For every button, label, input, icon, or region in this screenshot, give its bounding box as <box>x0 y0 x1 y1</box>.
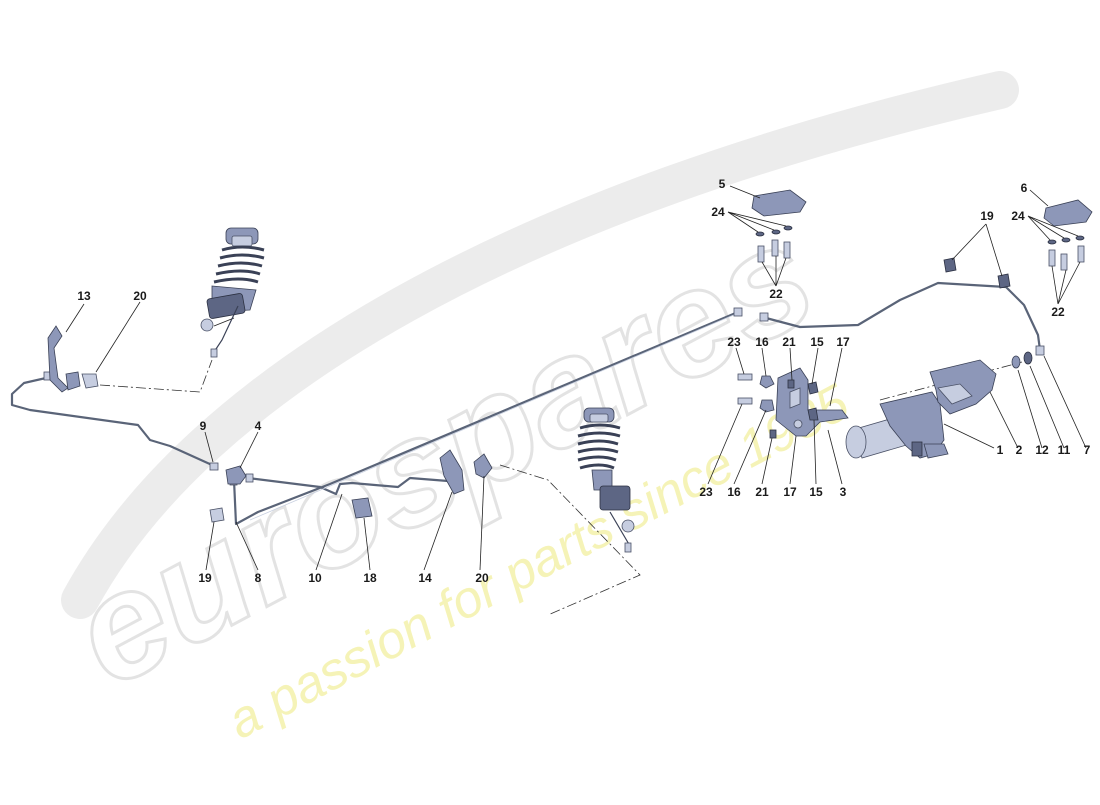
callout-14: 14 <box>418 571 432 585</box>
seal-11 <box>1023 351 1033 365</box>
callout-16-bottom: 16 <box>727 485 741 499</box>
watermark: eurospares a passion for parts since 198… <box>45 71 1019 751</box>
callout-5: 5 <box>719 177 726 191</box>
bracket-13 <box>47 325 69 393</box>
alignment-line-left <box>99 359 213 393</box>
watermark-swoosh <box>61 71 1019 619</box>
callout-labels: 13 20 9 4 19 8 10 18 14 20 5 24 22 6 24 … <box>77 177 1090 585</box>
callout-22-right: 22 <box>1051 305 1065 319</box>
bracket-5 <box>751 189 807 217</box>
bracket-6 <box>1043 199 1093 227</box>
clip-4 <box>225 465 247 485</box>
callout-19-left: 19 <box>198 571 212 585</box>
callout-7: 7 <box>1084 443 1091 457</box>
shock-absorber-left <box>200 227 265 358</box>
callout-20-left: 20 <box>133 289 147 303</box>
pump-cover-2 <box>929 359 997 415</box>
fasteners-set-6 <box>1047 235 1085 271</box>
washer-15-top <box>807 381 819 395</box>
pipe-8 <box>232 310 740 526</box>
callout-6: 6 <box>1021 181 1028 195</box>
callout-1: 1 <box>997 443 1004 457</box>
callout-10: 10 <box>308 571 322 585</box>
clip-19-right-a <box>943 257 957 273</box>
shock-absorber-center <box>577 407 635 553</box>
pipe-7 <box>764 281 1042 352</box>
alignment-line-center <box>499 464 641 616</box>
nut-21-top <box>787 379 795 389</box>
callout-12: 12 <box>1035 443 1049 457</box>
callout-11: 11 <box>1058 443 1071 457</box>
callout-19-right: 19 <box>980 209 994 223</box>
fitting-10-left <box>245 473 254 483</box>
callout-16-top: 16 <box>755 335 769 349</box>
fitting-9 <box>209 462 219 471</box>
fasteners-set-5 <box>755 225 793 263</box>
fitting-7 <box>1035 345 1045 356</box>
bolt-23-bottom <box>737 397 753 405</box>
fitting-right-top <box>759 312 769 322</box>
callout-13: 13 <box>77 289 91 303</box>
pipe-left <box>10 376 214 467</box>
callout-18: 18 <box>363 571 377 585</box>
callout-24-left: 24 <box>711 205 725 219</box>
callout-4: 4 <box>255 419 262 433</box>
clip-20-center <box>473 453 493 479</box>
callout-17-top: 17 <box>836 335 850 349</box>
nut-21-bottom <box>769 429 777 439</box>
callout-24-right: 24 <box>1011 209 1025 223</box>
seal-12 <box>1011 355 1021 369</box>
callout-21-top: 21 <box>782 335 796 349</box>
callout-20-center: 20 <box>475 571 489 585</box>
callout-23-top: 23 <box>727 335 741 349</box>
bolts-pump-bracket <box>737 373 819 439</box>
clip-19-left <box>209 507 225 523</box>
fitting-center-top <box>733 307 743 317</box>
callout-8: 8 <box>255 571 262 585</box>
bushing-16-top <box>759 375 775 389</box>
clip-20-left <box>65 371 99 391</box>
hydraulic-pump-1 <box>845 391 949 459</box>
callout-15-top: 15 <box>810 335 824 349</box>
callout-23-bottom: 23 <box>699 485 713 499</box>
callout-2: 2 <box>1016 443 1023 457</box>
leader-lines <box>65 185 1087 571</box>
callout-21-bottom: 21 <box>755 485 769 499</box>
callout-9: 9 <box>200 419 207 433</box>
callout-17-bottom: 17 <box>783 485 797 499</box>
callout-15-bottom: 15 <box>809 485 823 499</box>
bolt-23-top <box>737 373 753 381</box>
callout-22-left: 22 <box>769 287 783 301</box>
pipe-10 <box>246 476 450 496</box>
bushing-16-bottom <box>759 399 775 413</box>
grommet-18 <box>351 497 373 519</box>
washer-15-bottom <box>807 407 819 421</box>
bracket-14 <box>439 449 465 495</box>
clip-19-right-b <box>997 273 1011 289</box>
pipe-network <box>10 281 1042 526</box>
callout-3: 3 <box>840 485 847 499</box>
